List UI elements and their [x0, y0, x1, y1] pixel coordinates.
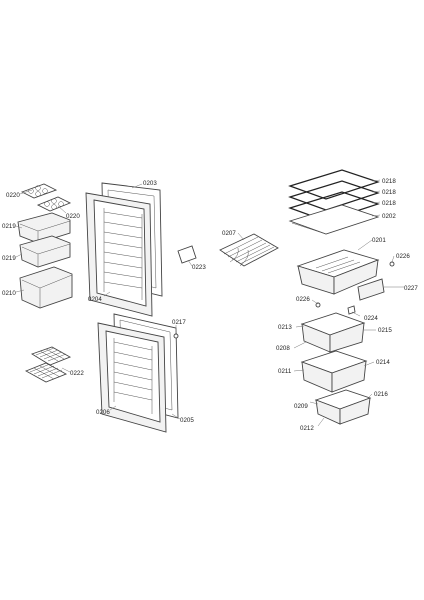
label-0202: 0202	[382, 213, 396, 220]
wine-rack	[219, 233, 279, 267]
label-0210: 0210	[2, 290, 16, 297]
label-0226-b: 0226	[296, 296, 310, 303]
ice-tray-upper	[30, 346, 72, 366]
hinge-screw	[173, 333, 179, 339]
label-0201: 0201	[372, 237, 386, 244]
label-0218-b: 0218	[382, 189, 396, 196]
door-handle-part	[177, 245, 197, 264]
small-clip-1	[389, 261, 395, 267]
label-0213: 0213	[278, 324, 292, 331]
label-0217: 0217	[172, 319, 186, 326]
door-shelf-middle	[19, 235, 71, 268]
door-shelf-upper	[17, 212, 71, 244]
label-0215: 0215	[378, 327, 392, 334]
door-shelf-lower	[19, 266, 73, 309]
label-0216: 0216	[374, 391, 388, 398]
glass-shelf-2	[288, 180, 380, 211]
label-0226-a: 0226	[396, 253, 410, 260]
label-0220-a: 0220	[6, 192, 20, 199]
freezer-drawer-bottom	[314, 389, 372, 425]
leader-lines	[15, 179, 404, 427]
label-0206: 0206	[96, 409, 110, 416]
label-0222: 0222	[70, 370, 84, 377]
label-0204: 0204	[88, 296, 102, 303]
label-0220-b: 0220	[66, 213, 80, 220]
glass-shelf-cover	[288, 204, 380, 235]
label-0203: 0203	[143, 180, 157, 187]
freezer-drawer-top	[300, 312, 366, 353]
label-0205: 0205	[180, 417, 194, 424]
egg-tray-right	[36, 196, 72, 212]
label-0227: 0227	[404, 285, 418, 292]
label-0211: 0211	[278, 368, 292, 375]
label-0208: 0208	[276, 345, 290, 352]
label-0218-a: 0218	[382, 178, 396, 185]
glass-shelf-1	[288, 169, 380, 200]
freezer-drawer-middle	[300, 350, 368, 393]
lower-door-gasket	[97, 322, 167, 433]
label-0214: 0214	[376, 359, 390, 366]
label-0207: 0207	[222, 230, 236, 237]
ice-tray-lower	[24, 362, 68, 383]
label-0219-b: 0219	[2, 255, 16, 262]
label-0223: 0223	[192, 264, 206, 271]
label-0212: 0212	[300, 425, 314, 432]
label-0219-a: 0219	[2, 223, 16, 230]
part-labels: 0220 0220 0219 0219 0210 0222 0203 0204 …	[2, 178, 418, 432]
small-clip-2	[315, 302, 321, 308]
upper-door-gasket	[85, 192, 153, 317]
drawer-clip	[347, 305, 356, 315]
label-0209: 0209	[294, 403, 308, 410]
label-0224: 0224	[364, 315, 378, 322]
crisper-drawer	[296, 249, 380, 295]
crisper-front-panel	[357, 278, 385, 301]
egg-tray-left	[20, 183, 58, 199]
label-0218-c: 0218	[382, 200, 396, 207]
